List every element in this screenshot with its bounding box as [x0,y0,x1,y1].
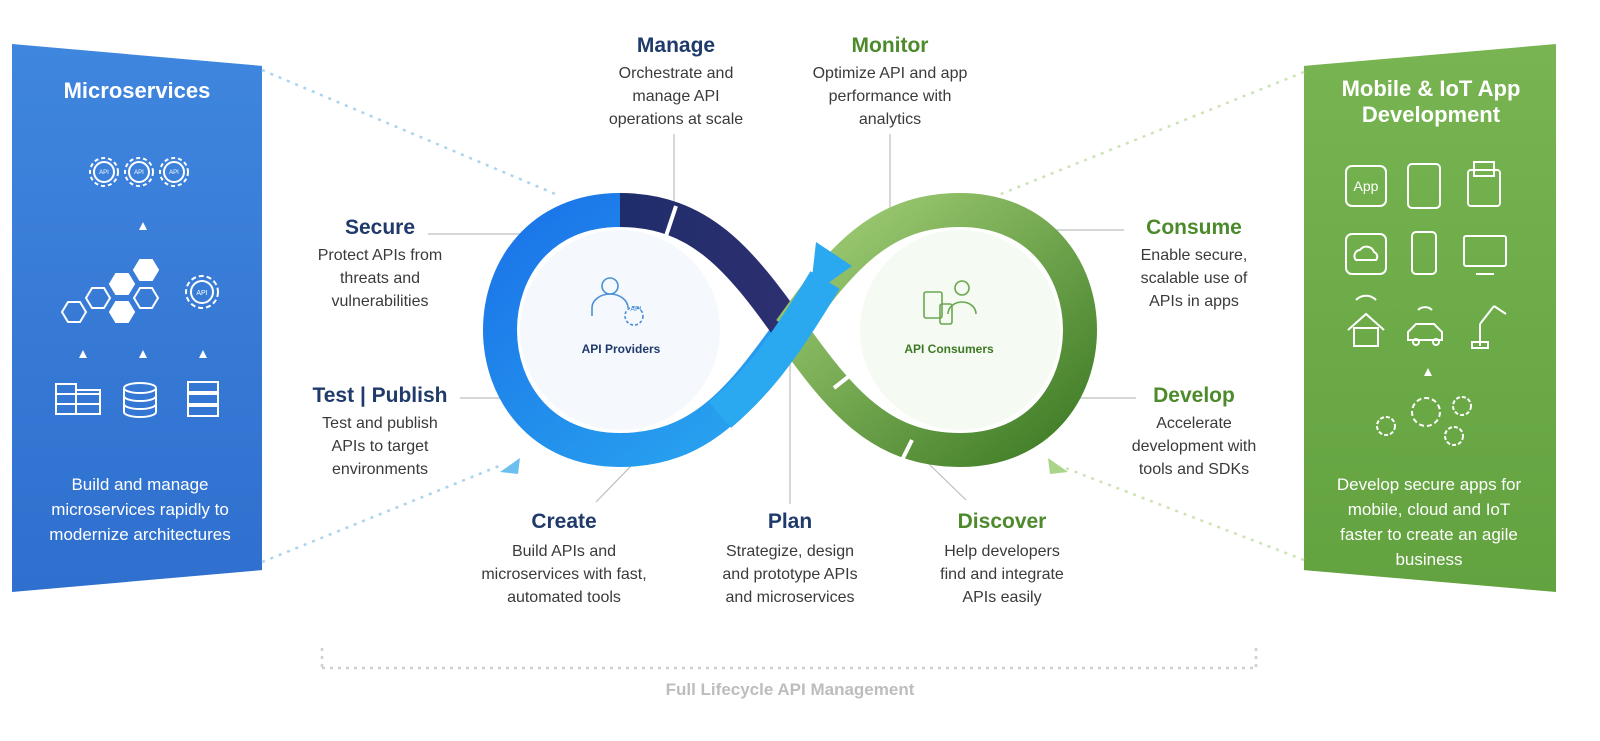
microservices-icons: API API API API [55,157,219,418]
phone-icon [1411,231,1437,275]
stage-title: Manage [636,34,716,57]
app-icon [1345,165,1387,207]
stage-title: Consume [1146,216,1242,239]
stage-title: Monitor [851,34,929,57]
stage-title: Secure [344,216,416,239]
database-icon [123,382,157,418]
cloud-icon [1345,233,1387,275]
api-gear-icon [89,157,119,187]
microservices-panel [12,44,262,592]
mobile-iot-panel [1304,44,1556,592]
arrowhead-left [500,458,520,474]
mobile-iot-title: Mobile & IoT App Development [1341,76,1521,127]
svg-text:API: API [169,170,179,176]
api-providers-label: API Providers [581,342,661,356]
footer-label: Full Lifecycle API Management [665,680,915,699]
mobile-iot-description: Develop secure apps for mobile, cloud an… [1336,475,1522,569]
tablet-icon [1407,163,1441,209]
microservices-title: Microservices [63,78,211,103]
api-gear-icon [159,157,189,187]
api-badge: API [630,306,642,313]
connected-car-icon [1407,306,1443,346]
app-icon-label: App [1354,178,1379,194]
api-gears-cluster-icon [1376,396,1472,446]
api-gear-icon [185,275,219,309]
footer-bracket [320,648,1258,670]
api-consumers-label: API Consumers [904,342,994,356]
robot-arm-icon [1471,305,1507,349]
server-stack-icon [187,381,219,417]
stage-title: Develop [1153,384,1235,407]
api-provider-person-icon [591,277,644,326]
svg-text:API: API [134,170,144,176]
svg-text:API: API [196,290,207,297]
pos-terminal-icon [1467,161,1501,207]
mobile-iot-icons: App [1345,161,1507,446]
monitor-cloud-icon [1463,235,1507,275]
stage-title: Plan [767,510,813,533]
smart-home-icon [1347,294,1385,347]
api-gear-icon [124,157,154,187]
stage-title: Test | Publish [312,384,448,407]
hexagon-cluster-icon [60,259,160,323]
stage-title: Discover [957,510,1047,533]
microservices-description: Build and manage microservices rapidly t… [49,475,231,544]
svg-text:API: API [99,170,109,176]
server-rack-icon [55,383,101,415]
api-consumer-devices-icon [923,280,977,325]
stage-title: Create [531,510,597,533]
infinity-loop [482,192,1098,473]
arrowhead-right [1048,458,1068,474]
